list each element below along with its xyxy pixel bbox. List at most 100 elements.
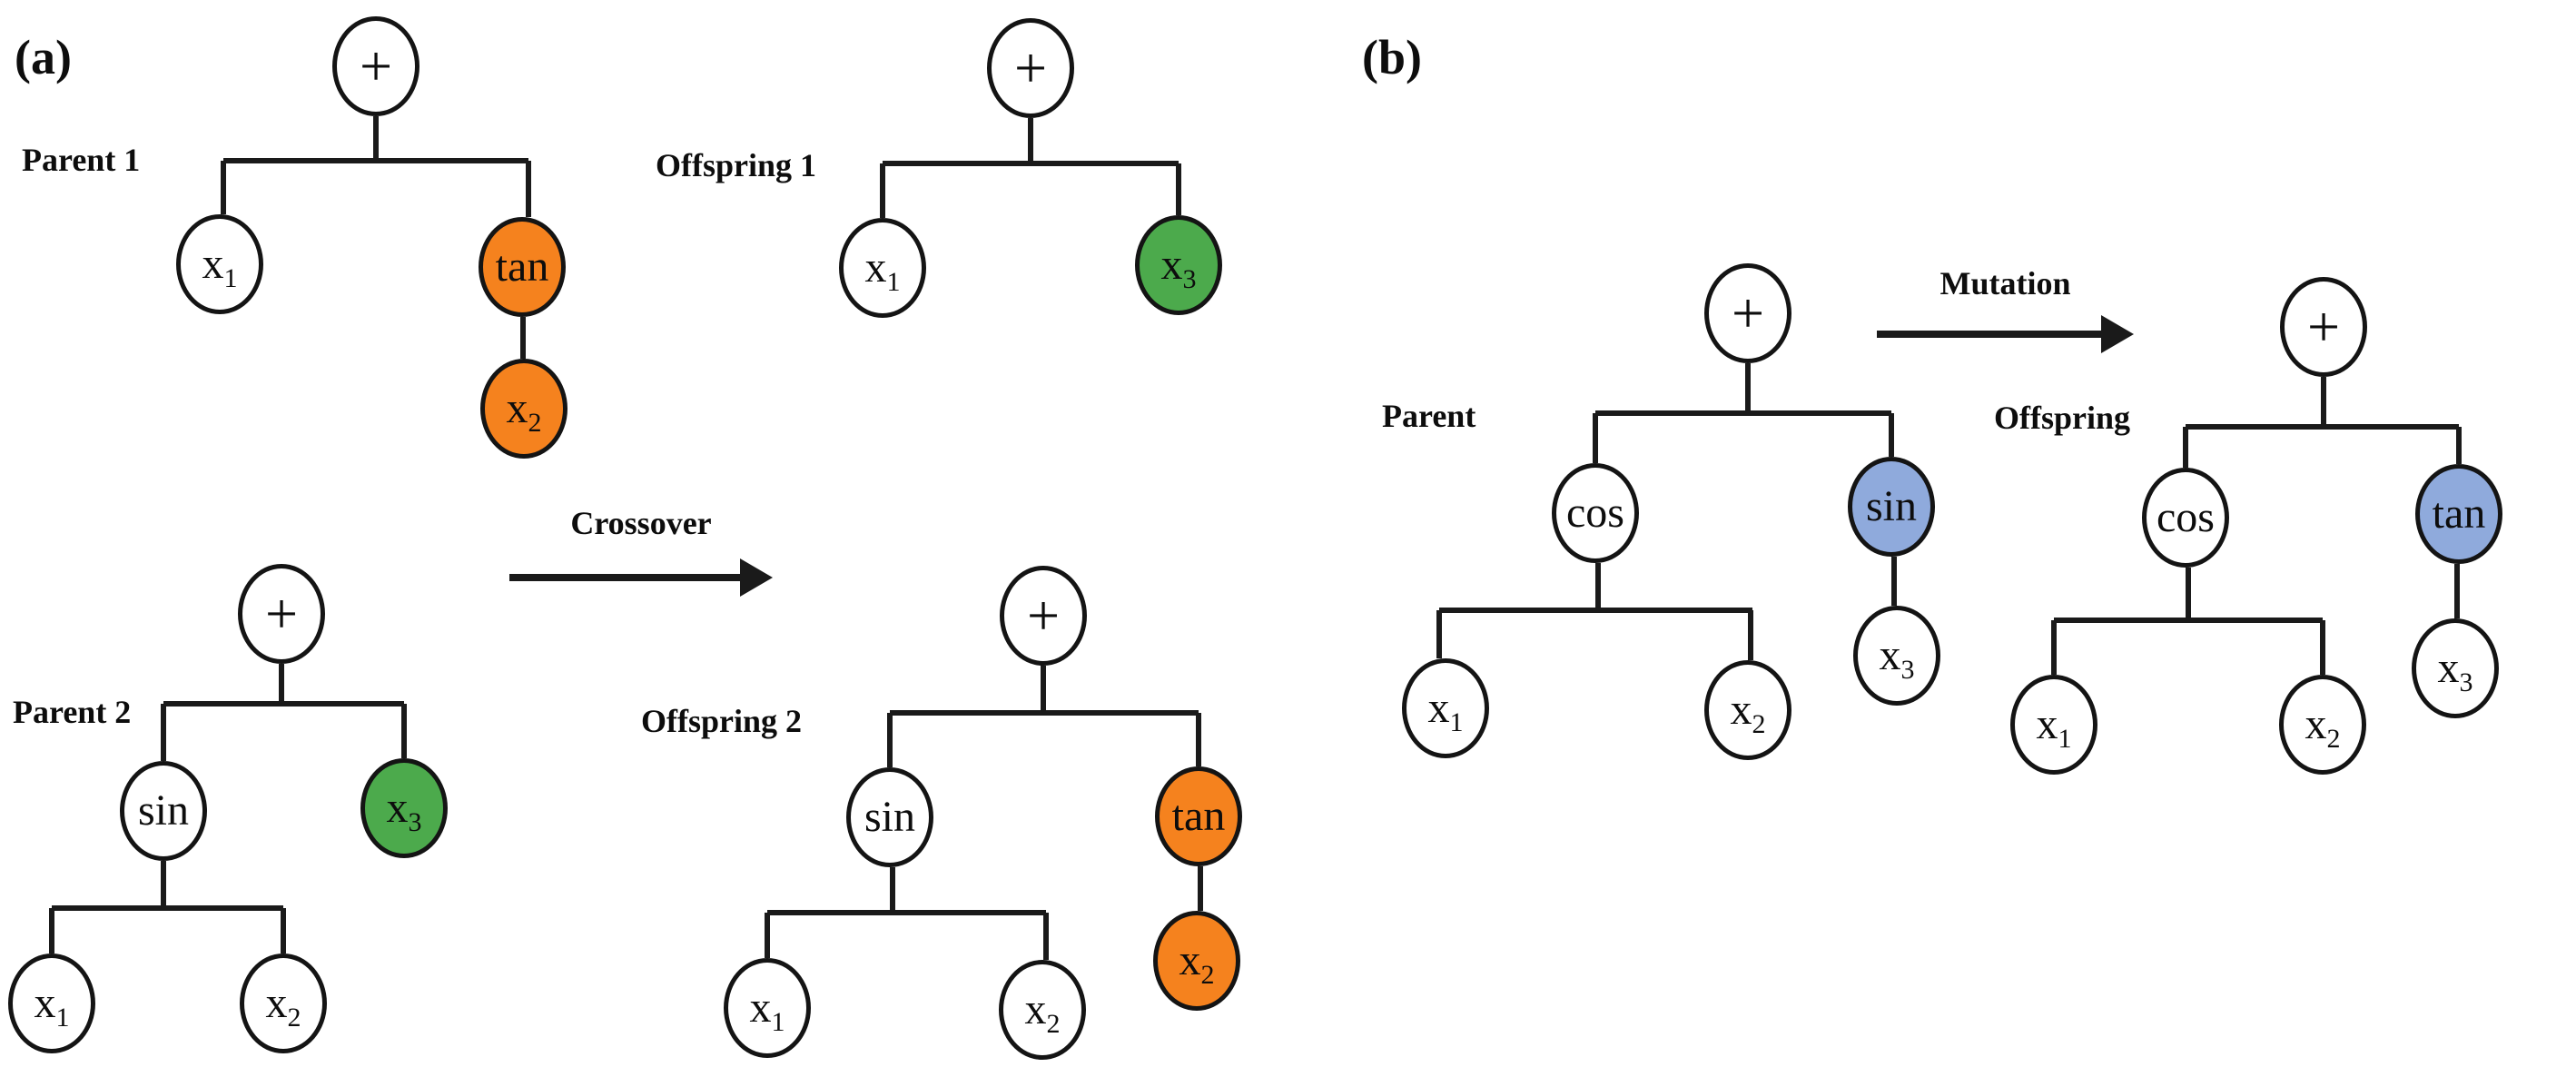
node-label: sin — [137, 786, 189, 835]
node-label: x — [749, 983, 772, 1032]
tree-node-sin: sin — [120, 761, 207, 861]
offspring1-label: Offspring 1 — [656, 147, 817, 183]
connector — [52, 905, 283, 911]
connector — [1041, 666, 1046, 713]
connector — [765, 913, 770, 958]
connector — [1889, 413, 1894, 457]
connector — [1196, 713, 1201, 766]
connector — [1043, 913, 1049, 960]
crossover-label: Crossover — [570, 505, 712, 541]
tree-node-cos: cos — [1552, 463, 1639, 563]
node-label: x — [202, 240, 224, 288]
node-label: + — [1731, 281, 1765, 345]
node-subscript: 2 — [2326, 724, 2341, 754]
connector — [163, 701, 404, 707]
panel-a-tag: (a) — [15, 30, 72, 84]
connector — [2186, 568, 2191, 620]
node-label: sin — [1865, 482, 1917, 530]
connector — [1439, 608, 1752, 613]
node-subscript: 2 — [1046, 1009, 1061, 1039]
connector — [279, 664, 284, 704]
node-label: sin — [864, 793, 915, 841]
node-subscript: 2 — [1200, 960, 1215, 990]
node-label: cos — [2157, 493, 2215, 541]
connector — [2186, 424, 2459, 430]
node-label: + — [264, 581, 299, 646]
mutation-label: Mutation — [1939, 265, 2071, 301]
tree-node-plus: + — [1000, 566, 1087, 666]
node-subscript: 1 — [1449, 707, 1464, 737]
connector — [49, 908, 54, 954]
arrow-shaft — [509, 574, 742, 581]
connector — [2320, 620, 2325, 675]
connector — [520, 317, 526, 359]
node-label: tan — [1171, 792, 1226, 840]
connector — [223, 158, 528, 163]
connector — [2456, 427, 2462, 464]
node-label: + — [1013, 35, 1048, 100]
node-subscript: 1 — [2058, 724, 2072, 754]
connector — [1745, 363, 1751, 413]
node-label: x — [386, 784, 409, 832]
tree-node-sin: sin — [846, 767, 933, 867]
tree-node-plus: + — [1704, 263, 1791, 363]
node-label: x — [1160, 241, 1183, 289]
node-subscript: 3 — [2459, 667, 2473, 697]
connector — [1028, 118, 1033, 163]
node-subscript: 1 — [886, 267, 901, 297]
node-label: x — [34, 979, 56, 1027]
connector — [1595, 563, 1601, 610]
panel-b-tag: (b) — [1362, 30, 1422, 84]
node-label: x — [2437, 644, 2460, 692]
node-label: x — [1179, 936, 1201, 984]
node-label: + — [359, 34, 393, 98]
node-label: + — [2306, 294, 2341, 359]
node-subscript: 2 — [287, 1003, 301, 1033]
connector — [161, 704, 166, 761]
connector — [887, 713, 893, 767]
connector — [526, 161, 531, 217]
node-label: x — [1879, 631, 1901, 679]
node-subscript: 1 — [223, 263, 238, 293]
connector — [767, 910, 1046, 915]
parent1-label: Parent 1 — [22, 142, 141, 178]
node-subscript: 2 — [1752, 709, 1766, 739]
connector — [161, 861, 166, 908]
node-subscript: 3 — [408, 807, 422, 837]
tree-node-plus: + — [987, 18, 1074, 118]
tree-node-tan-highlight: tan — [2415, 464, 2502, 564]
connector — [281, 908, 286, 954]
arrow-head — [740, 558, 773, 597]
connector — [221, 161, 226, 214]
node-label: tan — [495, 242, 549, 291]
node-label: x — [265, 979, 288, 1027]
parent-b-label: Parent — [1382, 398, 1476, 434]
node-label: x — [1024, 985, 1047, 1033]
tree-node-plus: + — [2280, 277, 2367, 377]
node-subscript: 1 — [771, 1007, 785, 1037]
offspring-b-label: Offspring — [1994, 400, 2131, 436]
node-label: x — [1427, 684, 1450, 732]
parent2-label: Parent 2 — [13, 694, 132, 730]
tree-node-sin-highlight: sin — [1848, 457, 1935, 557]
tree-node-tan: tan — [1155, 766, 1242, 866]
node-label: x — [2036, 700, 2058, 748]
connector — [401, 704, 407, 758]
tree-node-tan: tan — [479, 217, 566, 317]
node-label: x — [864, 243, 887, 292]
offspring2-label: Offspring 2 — [641, 703, 803, 739]
connector — [1593, 413, 1598, 463]
connector — [890, 867, 895, 913]
